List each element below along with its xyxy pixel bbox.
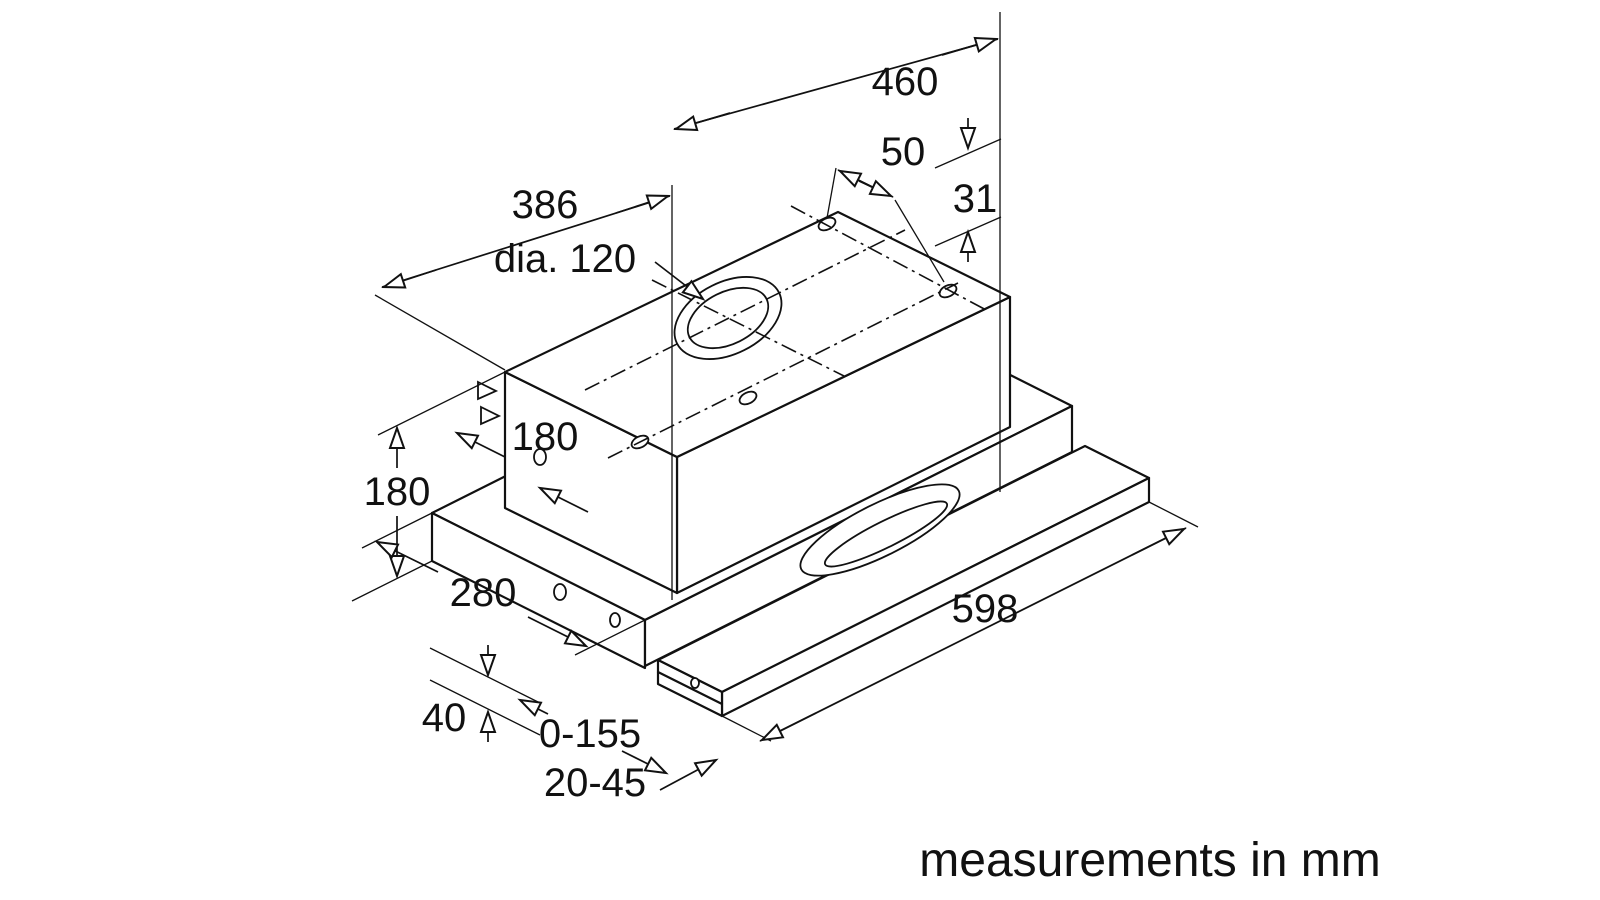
mounting-hole xyxy=(738,390,758,406)
dim-180-outer xyxy=(351,371,506,602)
caption-units: measurements in mm xyxy=(919,834,1380,887)
dim-50 xyxy=(826,167,945,283)
arrow-line xyxy=(941,36,999,56)
ext-line xyxy=(429,679,541,736)
arrow-line xyxy=(858,179,894,198)
mounting-hole xyxy=(817,216,837,232)
mounting-holes xyxy=(477,216,958,689)
label-180-inner: 180 xyxy=(512,415,579,459)
mounting-hole xyxy=(938,283,958,299)
dim-31 xyxy=(934,118,1002,262)
arrow-line xyxy=(381,269,437,289)
arrow-line xyxy=(454,431,506,458)
leader-line xyxy=(659,758,719,791)
arrow-line xyxy=(517,698,549,717)
ext-line xyxy=(721,715,772,742)
ext-line xyxy=(374,294,506,371)
chassis-left-face xyxy=(430,511,647,670)
arrow-line xyxy=(759,712,817,742)
side-screw-hole xyxy=(609,612,621,628)
leader-line xyxy=(654,261,706,301)
side-screw-hole xyxy=(690,677,700,689)
arrow-line xyxy=(374,540,439,573)
center-line xyxy=(790,205,989,312)
dim-line xyxy=(759,527,1187,742)
side-screw-hole xyxy=(533,448,547,466)
ext-line xyxy=(361,512,433,549)
dim-0-155 xyxy=(517,698,669,775)
dim-20-45 xyxy=(659,758,719,791)
label-0-155: 0-155 xyxy=(539,712,641,756)
pullout-visor xyxy=(656,444,1151,718)
ext-line xyxy=(826,167,837,219)
dim-180-inner xyxy=(454,431,589,513)
ext-line xyxy=(1148,501,1199,528)
arrow-line xyxy=(621,750,669,775)
handle-recess xyxy=(799,483,961,577)
label-460: 460 xyxy=(872,60,939,104)
label-386: 386 xyxy=(512,183,579,227)
ext-line xyxy=(377,371,506,436)
label-598: 598 xyxy=(952,587,1019,631)
side-screw-hole xyxy=(553,583,567,601)
dim-460 xyxy=(673,36,999,132)
arrow-line xyxy=(537,486,589,513)
arrow-line xyxy=(1131,527,1187,556)
visor-left-end-line xyxy=(656,670,724,706)
dim-386 xyxy=(374,194,671,371)
label-31: 31 xyxy=(953,177,998,221)
fixing-mark xyxy=(480,405,502,426)
ext-line xyxy=(894,199,945,283)
arrow-line xyxy=(673,112,731,132)
label-20-45: 20-45 xyxy=(544,761,646,805)
label-40: 40 xyxy=(422,696,467,740)
dim-dia120 xyxy=(654,261,706,301)
label-280: 280 xyxy=(450,571,517,615)
dim-598 xyxy=(721,501,1199,742)
ext-line xyxy=(934,138,1002,169)
label-50: 50 xyxy=(881,130,926,174)
arrow-line xyxy=(615,194,671,214)
dimension-labels: 460 386 dia. 120 50 31 180 180 280 598 4… xyxy=(364,60,1381,887)
fixing-mark xyxy=(477,380,499,401)
ext-line xyxy=(574,619,646,656)
label-dia120: dia. 120 xyxy=(494,237,636,281)
handle-recess-inner xyxy=(823,500,949,568)
ext-line xyxy=(351,560,433,602)
ext-line xyxy=(429,647,541,704)
center-line xyxy=(607,282,959,459)
arrow-line xyxy=(527,616,589,648)
dim-40 xyxy=(429,645,541,742)
center-line xyxy=(584,229,906,391)
dim-280 xyxy=(361,512,646,656)
dimension-lines xyxy=(351,12,1199,791)
label-180-outer: 180 xyxy=(364,470,431,514)
